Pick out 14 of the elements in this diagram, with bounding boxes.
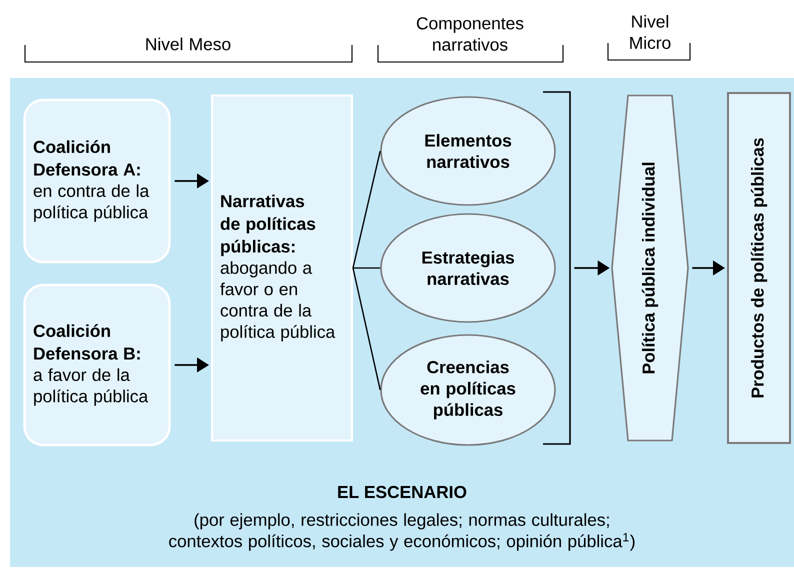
process-box: Narrativas de políticas públicas: abogando a favor o en contra de la política pública bbox=[211, 94, 353, 442]
connector-line bbox=[353, 267, 380, 269]
scenario-description: (por ejemplo, restricciones legales; normas culturales; contextos políticos, sociales y económicos; opinión pública$^{1}$) bbox=[169, 513, 635, 551]
rounded-box: Coalición Defensora B: a favor de la política pública bbox=[23, 284, 171, 446]
bracket bbox=[543, 91, 571, 445]
connector-line bbox=[352, 150, 381, 268]
rounded-box: Coalición Defensora A: en contra de la política pública bbox=[23, 98, 171, 264]
level-label: Nivel Meso bbox=[146, 38, 230, 50]
level-label: Nivel Micro bbox=[630, 14, 670, 50]
connector-line bbox=[352, 268, 381, 390]
process-box: Productos de políticas públicas bbox=[727, 92, 791, 444]
scenario-heading: EL ESCENARIO bbox=[338, 486, 466, 498]
level-label: Componentes narrativos bbox=[416, 17, 524, 51]
hexagon-box: Política pública individual bbox=[611, 94, 689, 442]
